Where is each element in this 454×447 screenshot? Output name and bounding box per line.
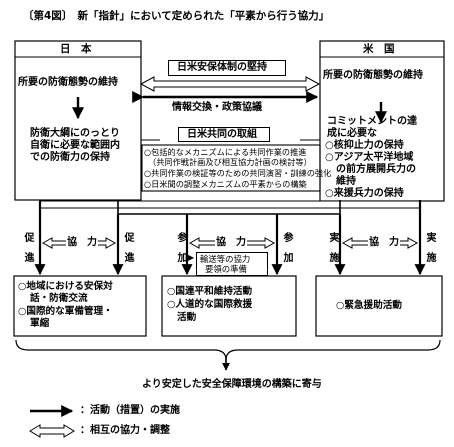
participate-label-right: 参加 [281,232,292,272]
japan-policy-line-1: 防衛大綱にのっとり [30,128,120,139]
transport-support-line-2: 要領の準備 [205,264,247,274]
japan-policy-line-3: での防衛力の保持 [30,152,110,163]
us-item-2: ○アジア太平洋地域 [325,152,414,163]
us-item-5: ○来援兵力の保持 [325,188,404,199]
us-header: 米 国 [363,43,395,55]
bottom-box-right [315,275,443,337]
legend-hollow-arrow [29,424,75,438]
caption: 〔第4図〕 新「指針」において定められた「平素から行う協力」 [23,10,330,22]
joint-item-2: （共同作戦計画及び相互協力計画の検討等） [148,157,312,167]
cooperation-label-right: 協 力 [368,237,400,248]
joint-header-box: 日米共同の取組 [178,127,270,142]
implement-label-left: 実施 [327,232,338,272]
joint-item-1: ○包括的なメカニズムによる共同作業の推進 [144,147,307,157]
japan-box [14,40,142,201]
joint-efforts-box [141,144,321,192]
security-system-box: 日米安保体制の堅持 [168,60,286,76]
cooperation-label-middle: 協 力 [215,237,247,248]
bottom-left-line-4: 軍縮 [30,318,50,329]
bottom-middle-line-1: ○国連平和維持活動 [167,286,253,297]
bottom-left-line-1: ○地域における安保対 [18,281,113,292]
joint-item-4: ○日米間の調整メカニズムの平素からの構築 [144,179,307,189]
transport-support-pointer: ▶ [188,253,195,262]
transport-support-line-1: 輸送等の協力 [200,254,251,264]
promote-label-right: 促進 [122,232,133,272]
us-item-1: ○核抑止力の保持 [325,140,404,151]
joint-header: 日米共同の取組 [187,129,257,140]
bottom-middle-line-3: 活動 [177,312,197,323]
us-role: 所要の防衛態勢の維持 [323,70,423,81]
bottom-box-middle [161,275,297,337]
us-commitment-line-1: コミットメントの達 [327,116,417,127]
brace [15,339,441,361]
bottom-middle-line-2: ○人道的な国際救援 [167,299,253,310]
security-system-label: 日米安保体制の堅持 [177,62,267,73]
promote-label-left: 促進 [22,232,33,272]
japan-policy-line-2: 自衛に必要な範囲内 [30,140,120,151]
implement-label-right: 実施 [424,232,435,272]
japan-role: 所要の防衛態勢の維持 [18,77,118,88]
us-item-4: 維持 [336,176,356,187]
bottom-left-line-2: 話・防衛交流 [30,293,88,304]
us-commitment-line-2: 成に必要な [327,128,377,139]
legend-implementation: ：活動（措置）の実施 [80,405,180,416]
hollow-double-arrow [139,76,321,92]
us-item-3: の前方展開兵力の [336,164,416,175]
transport-support-box: 輸送等の協力 要領の準備 [196,252,268,276]
bottom-box-left [13,275,147,337]
participate-label-left: 参加 [175,232,186,272]
cooperation-label-left: 協 力 [66,237,98,248]
bottom-left-line-3: ○国際的な軍備管理・ [18,306,113,317]
joint-item-3: ○共同作業の検証等のための共同演習・訓練の強化 [144,168,332,178]
info-exchange-label: 情報交換・政策協議 [172,102,262,113]
japan-header: 日 本 [60,43,92,55]
legend-cooperation: ：相互の協力・調整 [80,425,170,436]
conclusion: より安定した安全保障環境の構築に寄与 [142,379,322,390]
bottom-right-text: ○緊急援助活動 [336,300,402,311]
